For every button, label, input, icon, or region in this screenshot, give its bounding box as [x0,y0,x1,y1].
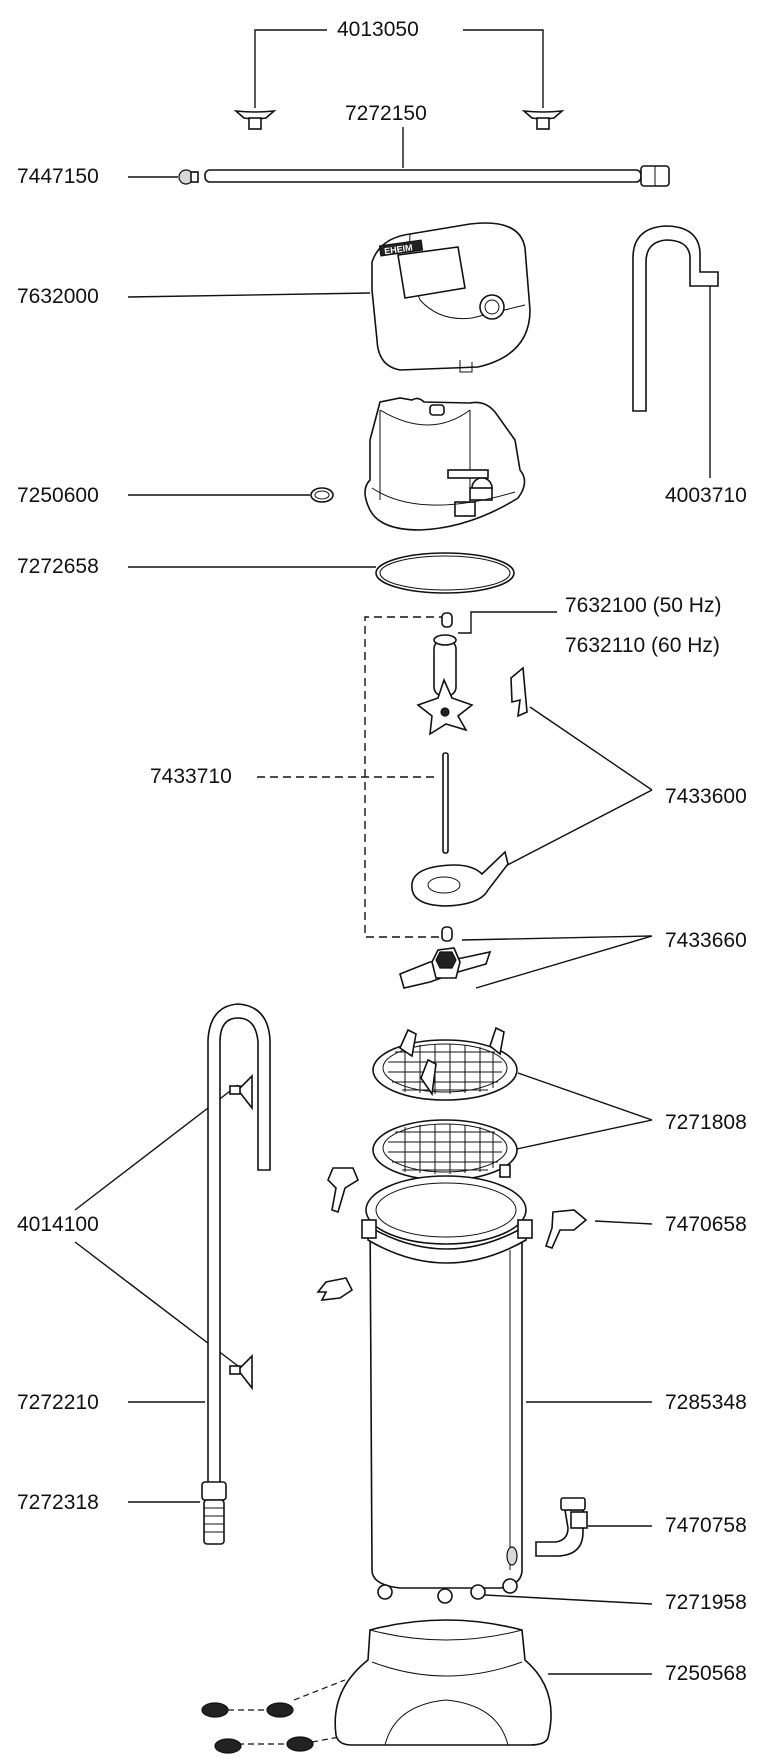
label-7433600: 7433600 [665,785,747,808]
suction-cup-left [233,109,277,130]
foot-pads [201,1702,314,1754]
filter-plate-bottom [372,1119,518,1189]
label-4003710: 4003710 [665,484,747,507]
clip-right [544,1209,588,1249]
label-7272210: 7272210 [17,1391,99,1414]
label-7433710: 7433710 [150,765,232,788]
label-7271808: 7271808 [665,1111,747,1134]
base-stand [334,1619,552,1746]
motor-housing [364,397,526,531]
label-7250600: 7250600 [17,484,99,507]
intake-strainer [201,1481,227,1545]
label-7470758: 7470758 [665,1514,747,1537]
label-7470658: 7470658 [665,1213,747,1236]
end-cap [178,169,199,185]
label-7250568: 7250568 [665,1662,747,1685]
label-7272318: 7272318 [17,1491,99,1514]
pipe-suction-cup-bottom [229,1354,253,1391]
sealing-ring [375,552,515,594]
pipe-suction-cup-top [229,1074,253,1111]
filter-plate-top [372,1026,518,1101]
intake-pipe [207,1003,271,1523]
label-7632100: 7632100 (50 Hz) [565,594,721,617]
spray-bar [204,165,670,187]
bottom-nuts [377,1578,518,1604]
label-7285348: 7285348 [665,1391,747,1414]
bearing-plate [411,850,509,907]
clip-left-top [327,1167,360,1214]
suction-cup-right [521,109,565,130]
label-7272150: 7272150 [345,102,427,125]
clip-left-bottom [316,1277,354,1301]
label-7271958: 7271958 [665,1591,747,1614]
label-7632110: 7632110 (60 Hz) [565,634,720,657]
outlet-pipe [632,225,719,412]
label-7447150: 7447150 [17,165,99,188]
label-4013050: 4013050 [337,18,419,41]
label-7272658: 7272658 [17,555,99,578]
impeller [416,634,474,736]
label-7632000: 7632000 [17,285,99,308]
canister [361,1175,533,1589]
elbow-connector [535,1497,588,1557]
logo: EHEIM [384,242,414,256]
o-ring-small [310,487,334,503]
impeller-bearing-top [441,612,453,628]
impeller-shaft [442,752,449,854]
rotor-blade [399,947,492,989]
label-7433660: 7433660 [665,929,747,952]
impeller-cover-fin [510,666,528,718]
bearing-bottom [441,926,453,942]
pump-head-cover: EHEIM [371,222,531,373]
label-4014100: 4014100 [17,1213,99,1236]
